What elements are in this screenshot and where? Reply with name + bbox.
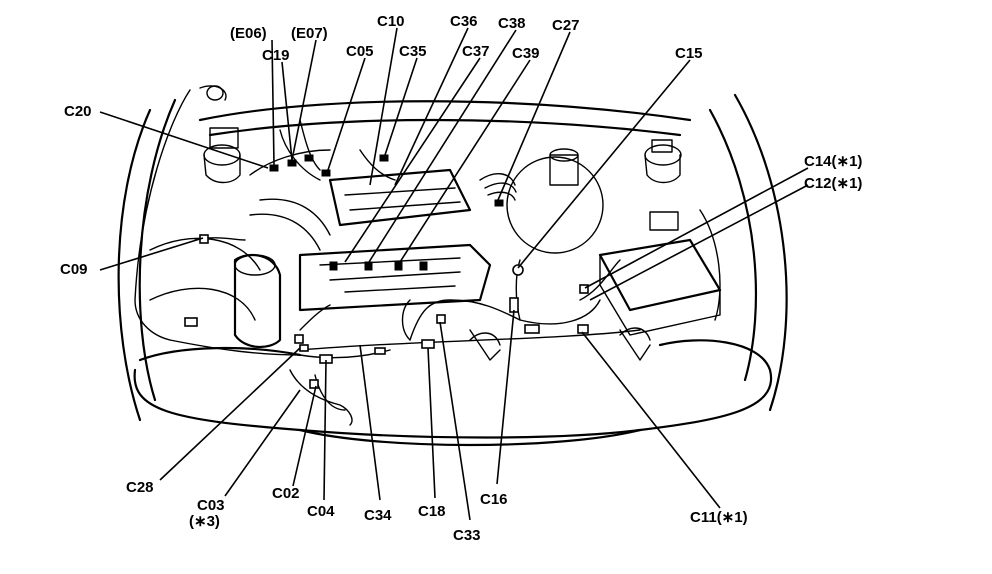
label-c27: C27 [552, 17, 580, 34]
connector-labels: (E06) (E07) C19 C10 C05 C35 C36 C37 C38 … [60, 13, 862, 544]
leader-lines [99, 27, 809, 521]
label-c36: C36 [450, 13, 478, 30]
label-c11: C11(∗1) [690, 509, 748, 526]
label-c15: C15 [675, 45, 703, 62]
label-c04: C04 [307, 503, 335, 520]
label-c16: C16 [480, 491, 508, 508]
engine-bay-drawing [117, 85, 788, 447]
label-c12: C12(∗1) [804, 175, 862, 192]
label-c38: C38 [498, 15, 526, 32]
label-c34: C34 [364, 507, 392, 524]
label-c03-note: (∗3) [189, 513, 220, 530]
label-c09: C09 [60, 261, 88, 278]
label-c19: C19 [262, 47, 290, 64]
label-c20: C20 [64, 103, 92, 120]
label-c02: C02 [272, 485, 300, 502]
label-c39: C39 [512, 45, 540, 62]
label-c35: C35 [399, 43, 427, 60]
label-c14: C14(∗1) [804, 153, 862, 170]
label-c33: C33 [453, 527, 481, 544]
label-e06: (E06) [230, 25, 267, 42]
label-e07: (E07) [291, 25, 328, 42]
label-c05: C05 [346, 43, 374, 60]
label-c10: C10 [377, 13, 405, 30]
label-c03: C03 [197, 497, 225, 514]
label-c28: C28 [126, 479, 154, 496]
label-c18: C18 [418, 503, 446, 520]
label-c37: C37 [462, 43, 490, 60]
